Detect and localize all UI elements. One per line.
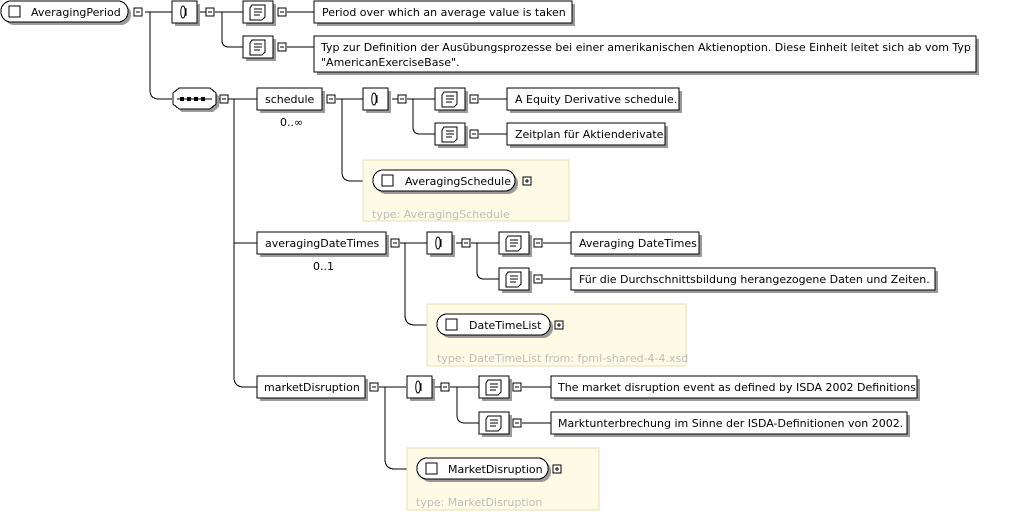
documentation-node[interactable] <box>478 411 512 437</box>
type-expand-toggle[interactable] <box>554 320 564 330</box>
occurrence-label: 0..∞ <box>280 116 303 129</box>
documentation-collapse-toggle[interactable] <box>533 238 543 248</box>
documentation-text-box: Marktunterbrechung im Sinne der ISDA-Def… <box>550 411 910 437</box>
scroll-doc-icon <box>441 126 458 143</box>
annotation-icon <box>180 5 187 19</box>
scroll-doc-icon <box>505 235 522 252</box>
scroll-doc-icon <box>485 415 502 432</box>
documentation-text-box: Für die Durchschnittsbildung herangezoge… <box>570 267 938 293</box>
element-collapse-toggle[interactable] <box>369 382 379 392</box>
element-node-schedule[interactable]: schedule <box>256 87 325 113</box>
connector-lines <box>145 11 571 470</box>
documentation-node[interactable] <box>434 87 468 113</box>
type-reference-label: MarketDisruption <box>448 463 543 476</box>
type-expand-toggle[interactable] <box>552 464 562 474</box>
type-reference-node[interactable]: MarketDisruption <box>416 457 551 482</box>
type-expand-toggle[interactable] <box>522 176 532 186</box>
sequence-icon <box>177 97 212 101</box>
root-element-node[interactable]: AveragingPeriod <box>0 0 131 25</box>
documentation-text-box: The market disruption event as defined b… <box>550 375 920 401</box>
documentation-text: The market disruption event as defined b… <box>557 381 916 394</box>
documentation-node[interactable] <box>434 122 468 148</box>
documentation-collapse-toggle[interactable] <box>277 7 287 17</box>
element-checkbox-icon <box>8 5 21 18</box>
type-reference-label: AveragingSchedule <box>405 175 511 188</box>
annotation-collapse-toggle[interactable] <box>440 382 450 392</box>
documentation-collapse-toggle[interactable] <box>277 42 287 52</box>
annotation-icon <box>371 92 378 106</box>
type-caption: type: MarketDisruption <box>416 496 542 509</box>
type-reference-node[interactable]: DateTimeList <box>436 313 553 338</box>
documentation-text: Period over which an average value is ta… <box>322 6 566 19</box>
documentation-node[interactable] <box>478 375 512 401</box>
element-node-averaging-date-times[interactable]: averagingDateTimes <box>256 231 389 257</box>
type-definition-box: MarketDisruption type: MarketDisruption <box>406 447 600 511</box>
element-label: schedule <box>265 93 315 106</box>
annotation-node[interactable] <box>362 87 391 113</box>
annotation-node[interactable] <box>426 231 455 257</box>
element-label: averagingDateTimes <box>265 237 379 250</box>
documentation-collapse-toggle[interactable] <box>512 382 522 392</box>
documentation-node[interactable] <box>242 0 276 26</box>
scroll-doc-icon <box>485 379 502 396</box>
documentation-node[interactable] <box>242 35 276 61</box>
annotation-node[interactable] <box>171 0 200 26</box>
element-checkbox-icon <box>425 462 438 475</box>
occurrence-label: 0..1 <box>313 260 334 273</box>
annotation-collapse-toggle[interactable] <box>461 238 471 248</box>
documentation-collapse-toggle[interactable] <box>533 274 543 284</box>
type-definition-box: DateTimeList type: DateTimeList from: fp… <box>426 303 688 367</box>
type-reference-node[interactable]: AveragingSchedule <box>372 169 518 194</box>
documentation-text: Averaging DateTimes <box>579 237 697 250</box>
type-caption: type: DateTimeList from: fpml-shared-4-4… <box>437 352 688 365</box>
annotation-icon <box>415 380 422 394</box>
root-element-label: AveragingPeriod <box>31 6 121 19</box>
documentation-text: A Equity Derivative schedule. <box>515 93 677 106</box>
scroll-doc-icon <box>249 39 266 56</box>
documentation-text: Für die Durchschnittsbildung herangezoge… <box>579 273 930 286</box>
scroll-doc-icon <box>505 271 522 288</box>
annotation-node[interactable] <box>406 375 435 401</box>
root-collapse-toggle[interactable] <box>133 7 143 17</box>
documentation-text-box: Period over which an average value is ta… <box>313 0 575 26</box>
scroll-doc-icon <box>441 91 458 108</box>
documentation-collapse-toggle[interactable] <box>469 129 479 139</box>
sequence-collapse-toggle[interactable] <box>219 94 229 104</box>
documentation-text: Zeitplan für Aktienderivate. <box>515 128 667 141</box>
documentation-collapse-toggle[interactable] <box>512 418 522 428</box>
documentation-text: "AmericanExerciseBase". <box>321 56 460 69</box>
annotation-collapse-toggle[interactable] <box>205 7 215 17</box>
documentation-text-box: A Equity Derivative schedule. <box>506 87 682 113</box>
element-label: marketDisruption <box>264 381 360 394</box>
type-definition-box: AveragingSchedule type: AveragingSchedul… <box>362 159 570 222</box>
element-collapse-toggle[interactable] <box>326 94 336 104</box>
documentation-node[interactable] <box>498 267 532 293</box>
type-reference-label: DateTimeList <box>469 319 542 332</box>
annotation-icon <box>435 236 442 250</box>
documentation-text: Typ zur Definition der Ausübungsprozesse… <box>320 41 971 54</box>
documentation-text-box: Zeitplan für Aktienderivate. <box>506 122 668 148</box>
element-collapse-toggle[interactable] <box>390 238 400 248</box>
documentation-text-box: Typ zur Definition der Ausübungsprozesse… <box>313 35 979 75</box>
scroll-doc-icon <box>249 4 266 21</box>
annotation-collapse-toggle[interactable] <box>397 94 407 104</box>
documentation-text: Marktunterbrechung im Sinne der ISDA-Def… <box>558 417 903 430</box>
documentation-node[interactable] <box>498 231 532 257</box>
type-caption: type: AveragingSchedule <box>372 208 510 221</box>
documentation-collapse-toggle[interactable] <box>469 94 479 104</box>
sequence-compositor-node[interactable] <box>172 87 219 112</box>
element-checkbox-icon <box>445 318 458 331</box>
documentation-text-box: Averaging DateTimes <box>570 231 702 257</box>
element-node-market-disruption[interactable]: marketDisruption <box>256 375 368 401</box>
element-checkbox-icon <box>381 174 394 187</box>
